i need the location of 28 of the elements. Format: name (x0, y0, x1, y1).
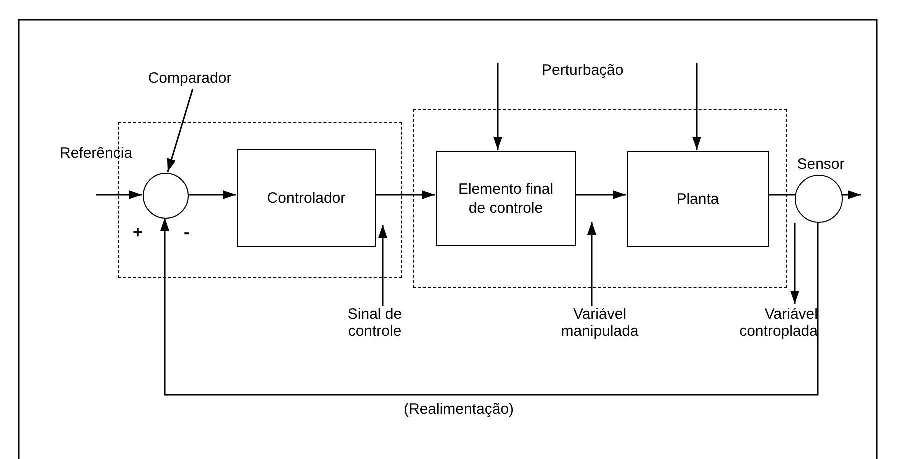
arrow (96, 190, 142, 200)
sign-label: + (133, 224, 143, 241)
callout-label: Variável manipulada (548, 306, 652, 342)
arrow (588, 222, 596, 306)
arrow (167, 88, 194, 172)
callout-label: Variável controplada (712, 306, 818, 342)
arrow (375, 190, 435, 200)
arrow (188, 190, 236, 200)
block-box: Controlador (237, 149, 376, 247)
input-label: Referência (60, 145, 133, 162)
arrow (790, 223, 800, 304)
perturbation-label: Perturbação (542, 62, 624, 79)
arrow (494, 63, 502, 150)
feedback-label: (Realimentação) (404, 401, 514, 418)
block-box: Planta (627, 151, 769, 247)
arrow (378, 225, 388, 306)
arrow (575, 190, 626, 200)
callout-label: Sinal de controle (336, 306, 414, 342)
dashed-boundary (413, 109, 787, 288)
arrow (160, 218, 819, 396)
summing-junction (143, 173, 189, 219)
sign-label: - (184, 224, 190, 241)
arrow (841, 190, 861, 200)
callout-label: Comparador (138, 70, 242, 89)
sensor-label: Sensor (796, 156, 846, 173)
connector-line (768, 194, 795, 196)
block-box: Elemento final de controle (436, 151, 576, 246)
arrow (692, 63, 702, 150)
